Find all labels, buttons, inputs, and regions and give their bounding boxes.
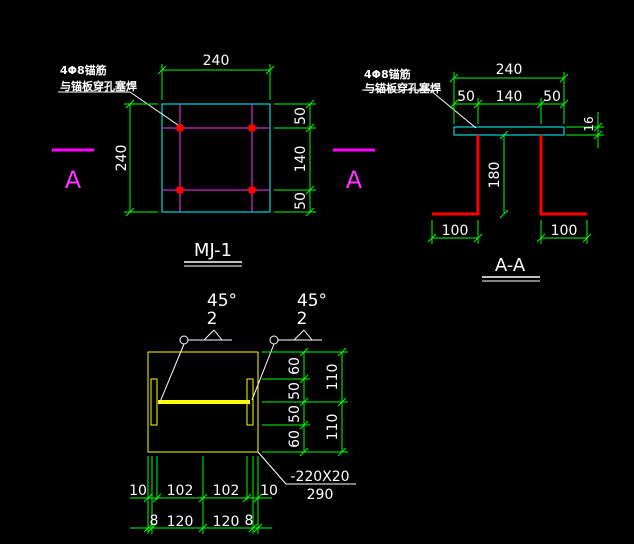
plan-dim-right-3: 50 (293, 192, 309, 210)
embed-spec-leader (257, 451, 356, 485)
plan-dim-top-label: 240 (203, 53, 230, 69)
section-dim-hook-right: 100 (551, 223, 578, 239)
weld-left-size: 2 (207, 309, 218, 329)
section-note-line1: 4Φ8锚筋 (364, 67, 411, 81)
plan-dim-left-label: 240 (114, 145, 130, 172)
embed-side-plate-left (150, 378, 158, 426)
cut-label-right: A (346, 166, 363, 194)
embed-dim-b-102a: 102 (167, 483, 194, 499)
section-title: A-A (495, 255, 526, 276)
embed-dim-b-102b: 102 (213, 483, 240, 499)
embed-dim-bb-8b: 8 (245, 513, 254, 529)
embed-dim-rr-110b: 110 (325, 414, 341, 441)
section-dim-top (449, 72, 569, 124)
embed-dim-rr-110a: 110 (325, 364, 341, 391)
embed-dim-b-10b: 10 (260, 483, 278, 499)
embed-dim-bottom (130, 456, 272, 534)
plan-dim-right (274, 99, 316, 217)
embed-side-plate-right (246, 378, 254, 426)
section-view: 4Φ8锚筋 与锚板穿孔塞焊 240 50 140 50 (362, 62, 604, 282)
section-dim-height-label: 180 (487, 162, 503, 189)
section-dim-sub-3: 50 (543, 89, 561, 105)
plan-view: 4Φ8锚筋 与锚板穿孔塞焊 240 240 (52, 53, 375, 267)
weld-symbol-left (159, 329, 232, 403)
section-dim-top-label: 240 (496, 62, 523, 78)
embed-dim-r-60a: 60 (287, 357, 303, 375)
plan-dim-right-1: 50 (293, 107, 309, 125)
embed-dim-bb-120a: 120 (167, 514, 194, 530)
embed-plate-length: 290 (307, 487, 334, 503)
embed-center-bar (158, 400, 250, 404)
plan-dim-right-2: 140 (293, 146, 309, 173)
plan-note-leader (58, 91, 179, 126)
section-plate (453, 126, 565, 136)
plan-title: MJ-1 (194, 240, 232, 261)
plan-dim-top (157, 64, 275, 100)
embed-detail: 45° 2 45° 2 (129, 291, 356, 534)
section-dim-thickness-label: 16 (582, 116, 596, 131)
section-dim-height (499, 130, 509, 219)
embed-dim-r-50b: 50 (287, 405, 303, 423)
embed-dim-bb-120b: 120 (213, 514, 240, 530)
weld-right-size: 2 (297, 309, 308, 329)
embed-plate-outline (147, 351, 259, 453)
section-dim-sub-2: 140 (496, 89, 523, 105)
plan-dim-left (124, 99, 158, 217)
weld-left-angle: 45° (207, 291, 237, 311)
section-dim-hooks (427, 220, 592, 244)
weld-symbol-right (251, 329, 322, 401)
plug-weld-points (176, 124, 256, 194)
embed-plate-spec: -220X20 (290, 469, 349, 485)
embed-dim-r-60b: 60 (287, 430, 303, 448)
anchor-plate-outline (161, 103, 271, 213)
embed-dim-bb-8a: 8 (150, 513, 159, 529)
plan-note-line1: 4Φ8锚筋 (60, 63, 107, 77)
section-note-line2: 与锚板穿孔塞焊 (364, 81, 441, 95)
section-dim-sub-1: 50 (457, 89, 475, 105)
embed-dim-b-10a: 10 (129, 483, 147, 499)
weld-right-angle: 45° (297, 291, 327, 311)
section-dim-thickness (566, 112, 604, 148)
embed-dim-r-50a: 50 (287, 382, 303, 400)
section-dim-hook-left: 100 (442, 223, 469, 239)
embed-dim-right (262, 347, 348, 457)
section-note-leader (362, 89, 477, 129)
section-bar-left (432, 135, 480, 216)
section-bar-right (539, 135, 587, 216)
cut-label-left: A (65, 166, 82, 194)
plan-note-line2: 与锚板穿孔塞焊 (60, 79, 137, 93)
